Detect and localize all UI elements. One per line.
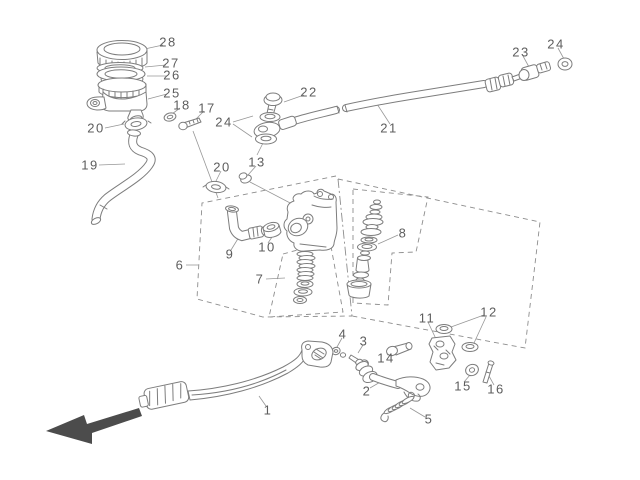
washer-18 — [163, 112, 177, 122]
callout-26: 26 — [163, 67, 181, 83]
grommet-10 — [262, 221, 282, 238]
return-spring-5 — [380, 391, 415, 423]
joint-pipe-9 — [225, 205, 268, 242]
cylinder-spring-kit — [293, 251, 316, 304]
pin-14 — [386, 342, 413, 357]
callout-15: 15 — [454, 378, 472, 394]
reservoir-body — [86, 77, 148, 123]
callout-25: 25 — [163, 85, 181, 101]
sealing-washer-24-lower — [255, 133, 277, 145]
callout-27: 27 — [162, 55, 180, 71]
callout-18: 18 — [173, 97, 191, 113]
callout-24-left: 24 — [215, 114, 233, 130]
piston-kit-inner-box — [352, 188, 429, 306]
callout-6: 6 — [175, 257, 185, 273]
direction-arrow — [46, 408, 142, 444]
washer-15 — [465, 363, 479, 377]
sealing-washer-24-upper — [259, 112, 281, 122]
callout-19: 19 — [81, 157, 99, 173]
callout-23: 23 — [512, 44, 530, 60]
callout-14: 14 — [377, 350, 395, 366]
push-rod-2 — [355, 358, 431, 402]
callout-12: 12 — [480, 304, 498, 320]
callout-22: 22 — [300, 84, 318, 100]
callout-10: 10 — [258, 239, 276, 255]
callout-7: 7 — [255, 271, 265, 287]
callout-3: 3 — [359, 333, 369, 349]
nut-12a — [435, 324, 453, 334]
callout-2: 2 — [362, 383, 372, 399]
callout-17: 17 — [198, 100, 216, 116]
callout-16: 16 — [487, 381, 505, 397]
callout-28: 28 — [159, 34, 177, 50]
callout-9: 9 — [225, 246, 235, 262]
hose-joint-23 — [518, 61, 552, 81]
bolt-13 — [238, 172, 252, 184]
callout-5: 5 — [424, 411, 434, 427]
assembly-box-6 — [196, 175, 353, 318]
washer-24-right — [557, 57, 573, 71]
brake-hose-21 — [278, 72, 526, 130]
callout-24-right: 24 — [547, 36, 565, 52]
callout-20-mid: 20 — [213, 159, 231, 175]
bracket-11 — [428, 335, 457, 371]
callout-20-left: 20 — [87, 120, 105, 136]
brake-pedal-1 — [138, 340, 334, 410]
pin-16 — [482, 360, 495, 384]
washer-12b — [461, 342, 479, 352]
callout-1: 1 — [263, 402, 273, 418]
hose-clamp-middle — [202, 180, 230, 194]
reservoir-hose — [90, 129, 156, 225]
callout-4: 4 — [338, 326, 348, 342]
callout-8: 8 — [398, 225, 408, 241]
callout-13: 13 — [248, 154, 266, 170]
bolt-17 — [178, 117, 202, 131]
master-cylinder-body — [283, 188, 338, 252]
cylinder-kit-box-7 — [268, 240, 344, 318]
leader-lines — [98, 44, 565, 418]
union-bolt-22 — [263, 92, 283, 120]
piston-kit-8 — [346, 199, 384, 299]
hose-clamp-upper — [121, 117, 152, 131]
callout-21: 21 — [380, 120, 398, 136]
callout-11: 11 — [418, 310, 436, 326]
